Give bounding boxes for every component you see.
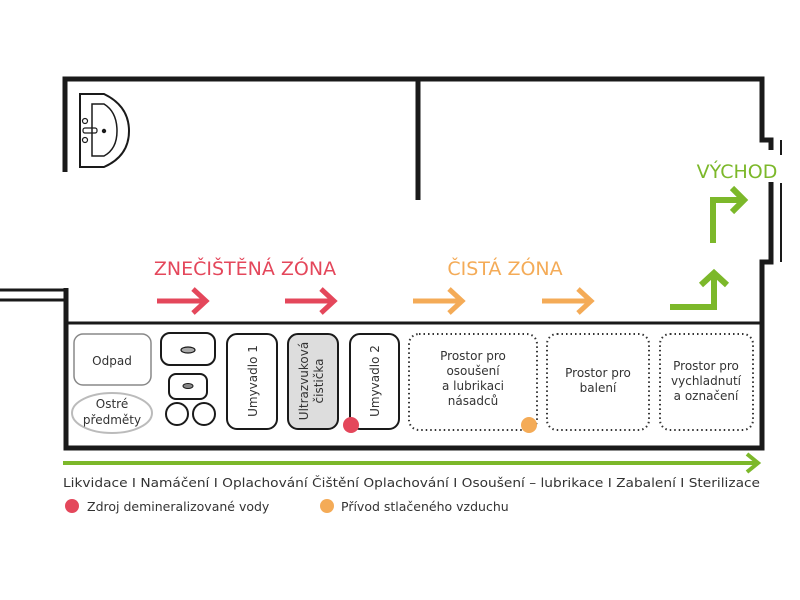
arrow-right-icon xyxy=(157,287,210,315)
legend-water-dot xyxy=(65,499,79,513)
svg-text:balení: balení xyxy=(580,381,617,395)
drying-area: Prostor pro osoušení a lubrikaci násadců xyxy=(408,333,538,431)
arrow-right-icon xyxy=(542,287,595,315)
exit-label: VÝCHOD xyxy=(697,160,778,183)
sink-1: Umyvadlo 1 xyxy=(226,333,278,430)
svg-text:osoušení: osoušení xyxy=(446,364,500,378)
packing-area: Prostor pro balení xyxy=(546,333,650,431)
svg-text:předměty: předměty xyxy=(83,413,141,427)
svg-text:Ultrazvuková: Ultrazvuková xyxy=(297,342,311,420)
soaking-trays xyxy=(160,332,216,426)
water-source-marker xyxy=(343,417,359,433)
exit-arrows xyxy=(670,185,749,310)
arrow-turn-right-icon xyxy=(710,185,749,243)
svg-text:Umyvadlo 1: Umyvadlo 1 xyxy=(246,345,260,417)
svg-text:vychladnutí: vychladnutí xyxy=(671,374,742,388)
svg-text:Umyvadlo 2: Umyvadlo 2 xyxy=(368,345,382,417)
arrow-right-icon xyxy=(413,287,466,315)
clean-zone-arrows xyxy=(413,287,595,315)
svg-text:násadců: násadců xyxy=(448,394,498,408)
waste-bin: Odpad xyxy=(73,333,152,386)
washbasin-icon xyxy=(79,93,131,168)
svg-text:a lubrikaci: a lubrikaci xyxy=(442,379,504,393)
svg-text:Prostor pro: Prostor pro xyxy=(565,366,631,380)
dirty-zone-arrows xyxy=(157,287,338,315)
arrow-turn-up-icon xyxy=(670,268,730,310)
svg-text:Prostor pro: Prostor pro xyxy=(673,359,739,373)
ultrasonic-cleaner: Ultrazvuková čistička xyxy=(287,333,339,430)
arrow-right-icon xyxy=(285,287,338,315)
air-supply-marker xyxy=(521,417,537,433)
sink-2: Umyvadlo 2 xyxy=(349,333,400,430)
clean-zone-label: ČISTÁ ZÓNA xyxy=(447,256,562,280)
process-flow-text: Likvidace I Namáčení I Oplachování Čiště… xyxy=(63,475,760,490)
legend-water-label: Zdroj demineralizované vody xyxy=(87,499,270,514)
process-arrow xyxy=(63,452,762,474)
waste-label: Odpad xyxy=(92,354,132,368)
legend: Zdroj demineralizované vody Přívod stlač… xyxy=(65,499,509,514)
svg-text:Ostré: Ostré xyxy=(96,397,128,411)
legend-air-dot xyxy=(320,499,334,513)
svg-text:a označení: a označení xyxy=(674,389,739,403)
legend-air-label: Přívod stlačeného vzduchu xyxy=(341,499,509,514)
svg-text:čistička: čistička xyxy=(312,359,326,404)
cooling-area: Prostor pro vychladnutí a označení xyxy=(659,333,754,431)
walls xyxy=(0,76,782,451)
dirty-zone-label: ZNEČIŠTĚNÁ ZÓNA xyxy=(154,256,336,280)
sharps-container: Ostré předměty xyxy=(71,392,153,434)
svg-text:Prostor pro: Prostor pro xyxy=(440,349,506,363)
